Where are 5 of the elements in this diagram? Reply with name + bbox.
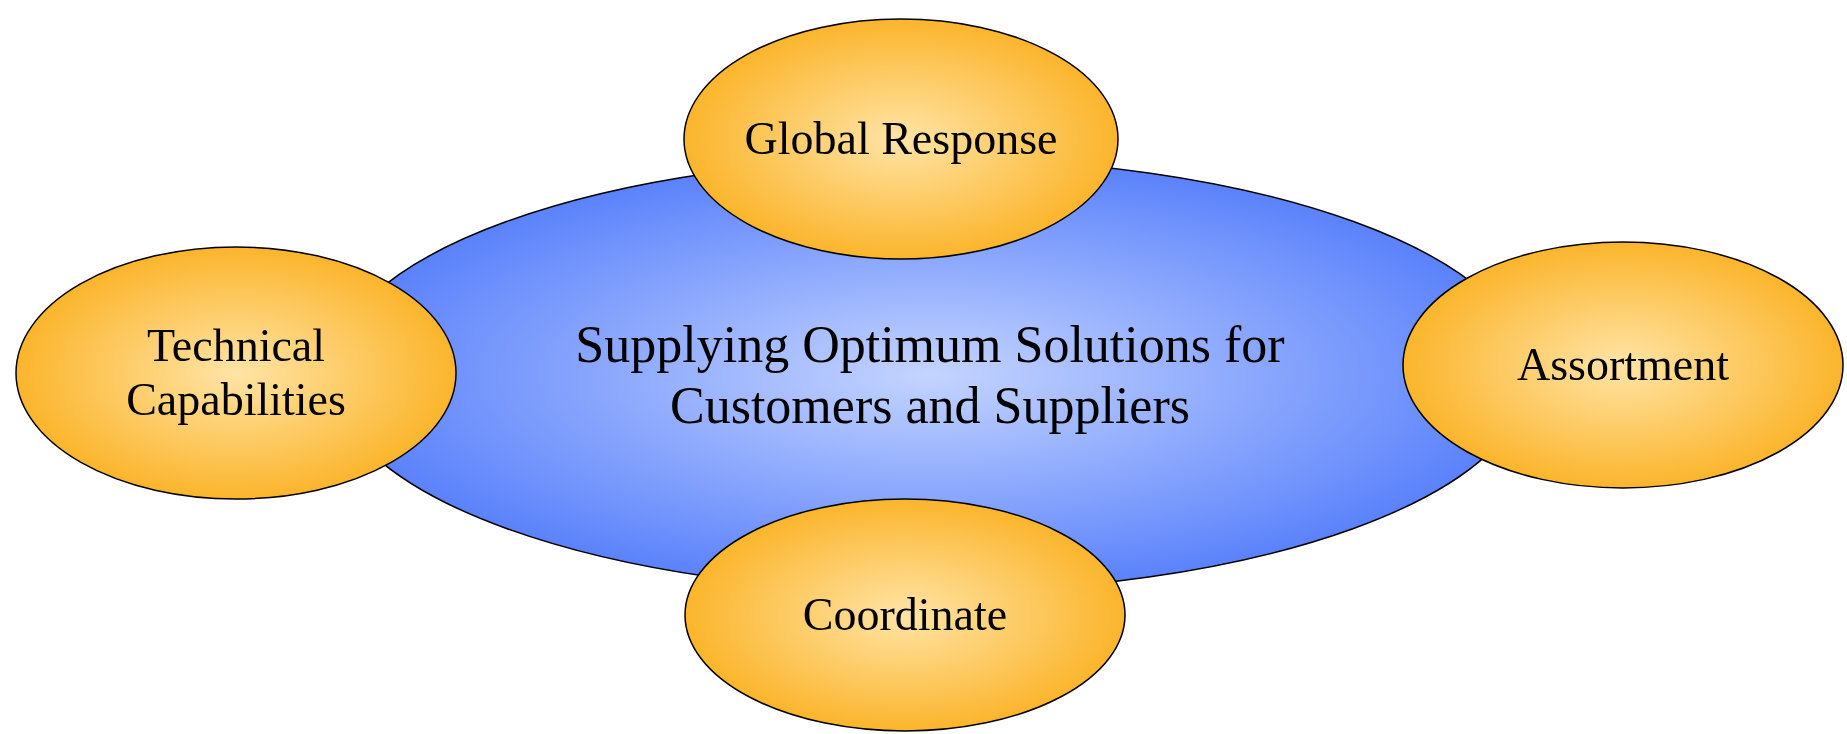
node-label: Global Response [744, 111, 1058, 166]
node-label: Supplying Optimum Solutions for Customers and Suppliers [574, 314, 1286, 436]
node-label: Technical Capabilities [125, 318, 347, 427]
node-label: Coordinate [802, 587, 1008, 642]
node-label: Assortment [1516, 337, 1730, 392]
